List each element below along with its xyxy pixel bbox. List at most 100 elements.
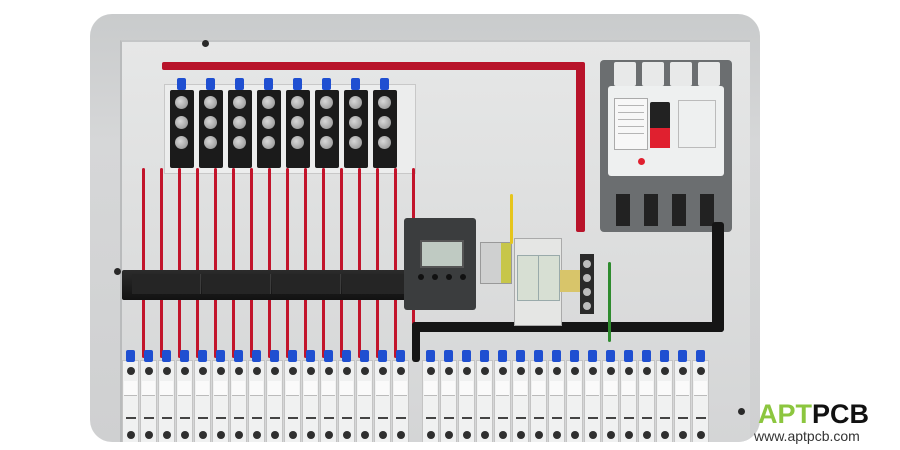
string-wire: [286, 168, 289, 358]
fuse-holder: [692, 360, 709, 442]
ferrule: [270, 350, 279, 362]
string-wire: [250, 168, 253, 358]
wire-harness-top: [162, 62, 582, 70]
ferrule: [534, 350, 543, 362]
ferrule: [516, 350, 525, 362]
ferrule: [180, 350, 189, 362]
fuse-holder: [212, 360, 229, 442]
fuse-holder: [494, 360, 511, 442]
mount-hole: [114, 268, 121, 275]
fuse-holder: [284, 360, 301, 442]
fuse-holder: [176, 360, 193, 442]
output-cable-horizontal: [412, 322, 724, 332]
string-wire: [196, 168, 199, 358]
cable-duct: [122, 270, 422, 300]
energy-meter: [404, 218, 476, 310]
string-wire: [358, 168, 361, 358]
fuse-holder: [320, 360, 337, 442]
fuse-holder: [194, 360, 211, 442]
breaker-face: [608, 86, 724, 176]
main-circuit-breaker: [600, 60, 732, 232]
fuse-holder: [122, 360, 139, 442]
ferrule: [480, 350, 489, 362]
string-wire: [178, 168, 181, 358]
ferrule: [588, 350, 597, 362]
indicator-light-icon: [638, 158, 645, 165]
ferrule: [444, 350, 453, 362]
ferrule: [570, 350, 579, 362]
ferrule: [462, 350, 471, 362]
ferrule: [206, 78, 215, 90]
fuse-holder: [620, 360, 637, 442]
ferrule: [396, 350, 405, 362]
breaker-diagram-label: [678, 100, 716, 148]
fuse-holder: [392, 360, 409, 442]
ferrule: [678, 350, 687, 362]
top-fuse-holder: [170, 90, 194, 168]
fuse-holder: [476, 360, 493, 442]
ferrule: [426, 350, 435, 362]
ferrule: [288, 350, 297, 362]
ferrule: [552, 350, 561, 362]
ferrule: [252, 350, 261, 362]
ferrule: [216, 350, 225, 362]
string-wire: [142, 168, 145, 358]
fuse-holder: [338, 360, 355, 442]
fuse-holder: [584, 360, 601, 442]
output-cable-drop: [412, 322, 420, 362]
ferrule: [360, 350, 369, 362]
ferrule: [162, 350, 171, 362]
ferrule: [351, 78, 360, 90]
ferrule: [342, 350, 351, 362]
fuse-holder: [458, 360, 475, 442]
top-fuse-holder: [315, 90, 339, 168]
fuse-holder: [674, 360, 691, 442]
meter-display: [420, 240, 464, 268]
ferrule: [144, 350, 153, 362]
ferrule: [380, 78, 389, 90]
ferrule: [498, 350, 507, 362]
string-wire: [304, 168, 307, 358]
ferrule: [624, 350, 633, 362]
brand-part2: PCB: [812, 399, 869, 429]
fuse-holder: [656, 360, 673, 442]
surge-protection-device: [514, 238, 562, 326]
signal-wire: [510, 194, 513, 244]
fuse-holder: [548, 360, 565, 442]
ferrule: [696, 350, 705, 362]
top-fuse-holder: [228, 90, 252, 168]
brand-logo: APTPCB: [758, 401, 869, 428]
ferrule: [126, 350, 135, 362]
fuse-holder: [158, 360, 175, 442]
breaker-rating-label: [614, 98, 648, 150]
fuse-holder: [140, 360, 157, 442]
string-wire: [232, 168, 235, 358]
ground-busbar: [580, 254, 594, 314]
ferrule: [306, 350, 315, 362]
top-fuse-holder: [199, 90, 223, 168]
terminal-block: [480, 242, 512, 284]
backplate: [120, 40, 750, 442]
ferrule: [198, 350, 207, 362]
din-rail: [560, 270, 580, 292]
ferrule: [177, 78, 186, 90]
brand-part1: APT: [758, 399, 812, 429]
string-wire: [268, 168, 271, 358]
wire-harness-vertical: [576, 62, 585, 232]
top-fuse-holder: [344, 90, 368, 168]
mount-hole: [202, 40, 209, 47]
fuse-holder: [512, 360, 529, 442]
string-wire: [340, 168, 343, 358]
fuse-holder: [422, 360, 439, 442]
ferrule: [606, 350, 615, 362]
ground-wire: [608, 262, 611, 342]
fuse-holder: [230, 360, 247, 442]
ferrule: [322, 78, 331, 90]
fuse-holder: [302, 360, 319, 442]
string-wire: [214, 168, 217, 358]
ferrule: [378, 350, 387, 362]
fuse-holder: [566, 360, 583, 442]
ferrule: [642, 350, 651, 362]
top-fuse-holder: [373, 90, 397, 168]
breaker-handle: [650, 102, 670, 148]
